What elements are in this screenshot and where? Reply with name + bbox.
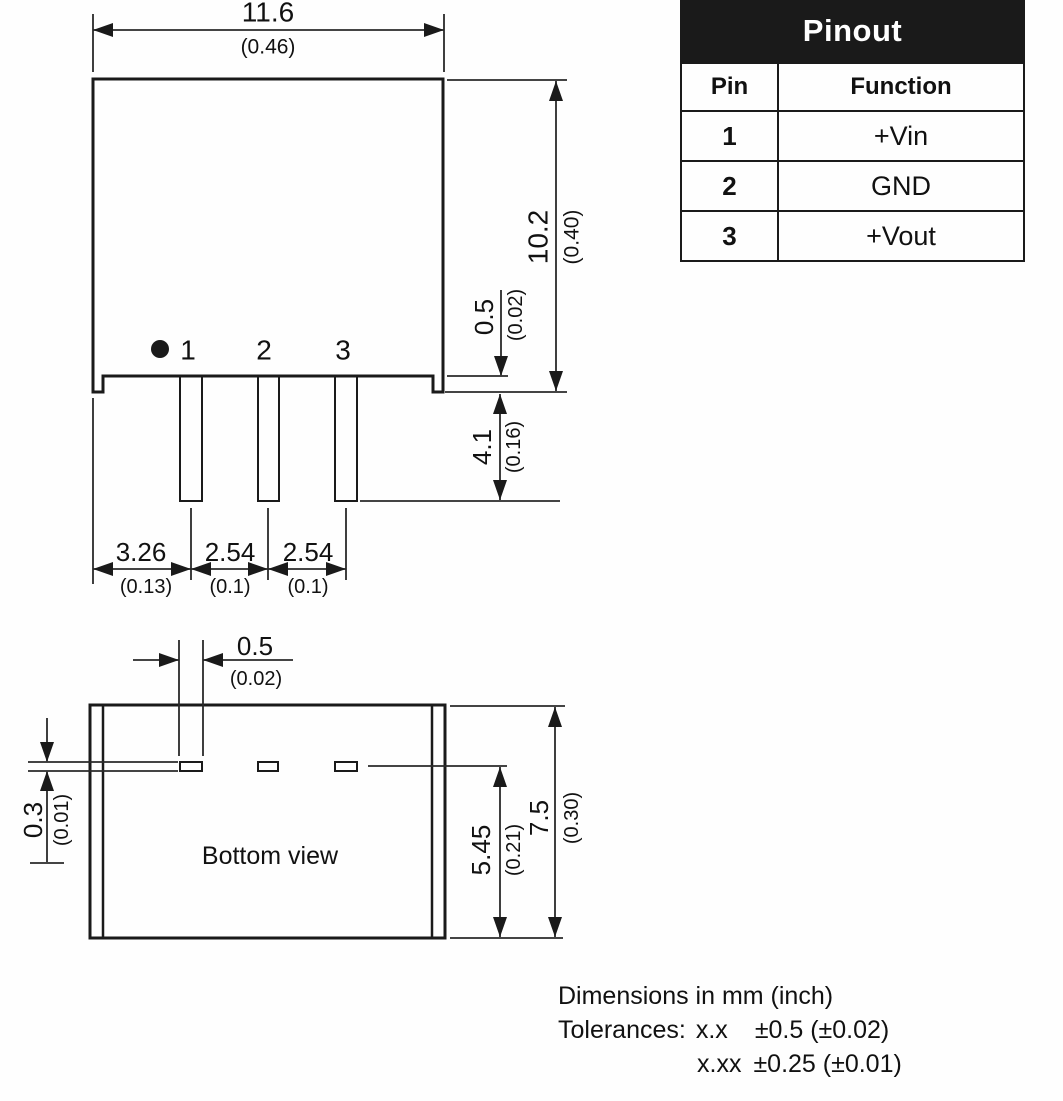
bottom-view-outline xyxy=(88,703,447,940)
dim-height-mm: 10.2 xyxy=(523,210,554,265)
pinout-row-2: 2 GND xyxy=(680,160,1025,212)
tolerance-value-1: ±0.5 (±0.02) xyxy=(754,1016,890,1044)
front-pin-1 xyxy=(179,375,203,502)
dim-pin-thickness-inch: (0.01) xyxy=(51,794,73,846)
dim-pin-width-inch: (0.02) xyxy=(230,668,282,690)
front-view-body-outline xyxy=(91,77,445,394)
pinout-row-3: 3 +Vout xyxy=(680,210,1025,262)
pinout-table-grid: Pin Function 1 +Vin 2 GND 3 +Vout xyxy=(680,62,1025,262)
pinout-header-row: Pin Function xyxy=(680,62,1025,112)
dim-pin-row-offset-inch: (0.21) xyxy=(503,824,525,876)
dim-pitch12-mm: 2.54 xyxy=(205,537,256,567)
bottom-view-labels: Bottom view 0.5 (0.02) 0.3 (0.01) 5.45 (… xyxy=(18,631,583,876)
dim-pin1-offset-mm: 3.26 xyxy=(116,537,167,567)
pinout-row-2-pin: 2 xyxy=(680,160,779,212)
pinout-table-title: Pinout xyxy=(680,0,1025,62)
front-pin-2 xyxy=(257,375,280,502)
dim-pin-row-offset-mm: 5.45 xyxy=(466,825,496,876)
pinout-col-function: Function xyxy=(777,62,1025,112)
front-view xyxy=(91,77,445,502)
tolerance-note-1: Tolerances: x.x ±0.5 (±0.02) xyxy=(558,1013,902,1047)
pin1-indicator-dot xyxy=(151,340,169,358)
bottom-pin-2 xyxy=(257,761,279,772)
dim-pin-thickness-mm: 0.3 xyxy=(18,802,48,838)
front-view-dimension-labels: 11.6 (0.46) 10.2 (0.40) 0.5 (0.02) 4.1 (… xyxy=(116,0,584,598)
dim-standoff-mm: 0.5 xyxy=(469,299,499,335)
tolerance-note-2: x.xx ±0.25 (±0.01) xyxy=(697,1047,902,1081)
dim-pin-length-inch: (0.16) xyxy=(503,421,525,473)
pinout-row-3-function: +Vout xyxy=(777,210,1025,262)
dimension-notes: Dimensions in mm (inch) Tolerances: x.x ±0… xyxy=(558,979,902,1081)
dim-pin-length-mm: 4.1 xyxy=(467,429,497,465)
pinout-row-3-pin: 3 xyxy=(680,210,779,262)
dim-pitch12-inch: (0.1) xyxy=(209,576,250,598)
dim-pitch23-mm: 2.54 xyxy=(283,537,334,567)
tolerance-value-2: ±0.25 (±0.01) xyxy=(753,1050,902,1078)
dim-height-inch: (0.40) xyxy=(561,210,584,265)
bottom-view-dimension-lines xyxy=(28,640,565,939)
pin-label-2: 2 xyxy=(256,335,272,366)
pinout-row-1-pin: 1 xyxy=(680,110,779,162)
front-pin-number-labels: 1 2 3 xyxy=(180,335,351,366)
pin-label-3: 3 xyxy=(335,335,351,366)
bottom-pin-1 xyxy=(179,761,203,772)
pinout-col-pin: Pin xyxy=(680,62,779,112)
dim-depth-inch: (0.30) xyxy=(561,792,583,844)
dim-pin-width-mm: 0.5 xyxy=(237,631,273,661)
tolerance-format-1: x.x xyxy=(695,1016,728,1044)
dim-width-mm: 11.6 xyxy=(242,0,294,28)
dim-width-inch: (0.46) xyxy=(241,36,296,59)
pinout-row-1: 1 +Vin xyxy=(680,110,1025,162)
bottom-view xyxy=(88,703,447,940)
bottom-view-side-walls xyxy=(101,705,434,938)
tolerances-label: Tolerances: xyxy=(558,1016,686,1044)
bottom-view-title: Bottom view xyxy=(202,842,339,870)
bottom-pin-3 xyxy=(334,761,358,772)
dim-depth-mm: 7.5 xyxy=(524,800,554,836)
front-view-dimension-lines xyxy=(92,14,567,584)
dim-standoff-inch: (0.02) xyxy=(505,289,527,341)
front-view-dimension-arrows xyxy=(93,23,563,576)
pinout-row-1-function: +Vin xyxy=(777,110,1025,162)
pinout-table: Pinout Pin Function 1 +Vin 2 GND 3 +Vout xyxy=(680,0,1025,262)
tolerance-format-2: x.xx xyxy=(697,1050,742,1078)
units-note: Dimensions in mm (inch) xyxy=(558,982,834,1010)
dim-pin1-offset-inch: (0.13) xyxy=(120,576,172,598)
pinout-row-2-function: GND xyxy=(777,160,1025,212)
bottom-view-dimension-arrows xyxy=(40,653,562,937)
dim-pitch23-inch: (0.1) xyxy=(287,576,328,598)
pin-label-1: 1 xyxy=(180,335,196,366)
front-pin-3 xyxy=(334,375,358,502)
